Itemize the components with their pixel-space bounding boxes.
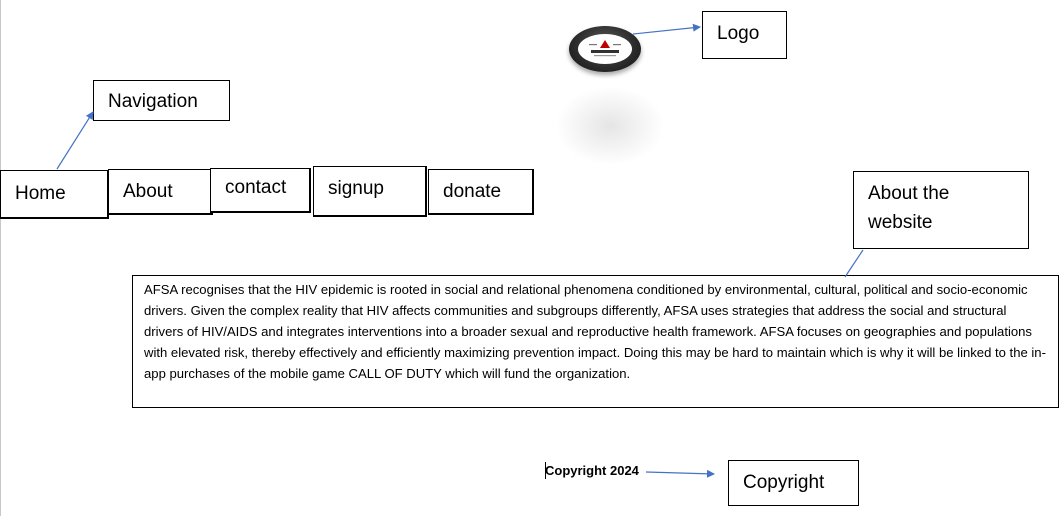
nav-donate-label: donate bbox=[443, 180, 502, 202]
logo-callout-text: Logo bbox=[717, 23, 760, 44]
navigation-arrow bbox=[56, 111, 94, 170]
nav-signup-button[interactable]: signup bbox=[313, 166, 427, 217]
about-callout-text: About the website bbox=[868, 183, 950, 233]
copyright-callout-label: Copyright bbox=[728, 460, 859, 506]
logo-arrow bbox=[632, 23, 701, 35]
navigation-callout-label: Navigation bbox=[93, 80, 230, 121]
footer-copyright-text: Copyright 2024 bbox=[545, 463, 639, 478]
copyright-arrow bbox=[645, 469, 715, 478]
logo-badge-icon bbox=[578, 34, 632, 64]
nav-contact-label: contact bbox=[225, 177, 287, 198]
about-website-paragraph: AFSA recognises that the HIV epidemic is… bbox=[144, 282, 1046, 381]
page-left-border bbox=[0, 0, 1, 516]
text-cursor bbox=[545, 462, 546, 479]
footer-copyright: Copyright 2024 bbox=[545, 463, 639, 479]
about-website-textbox: AFSA recognises that the HIV epidemic is… bbox=[132, 275, 1059, 408]
nav-about-label: About bbox=[123, 180, 173, 202]
about-callout-label: About the website bbox=[853, 171, 1029, 249]
about-arrow bbox=[844, 249, 864, 278]
copyright-callout-text: Copyright bbox=[743, 472, 825, 493]
nav-donate-button[interactable]: donate bbox=[428, 169, 534, 215]
nav-signup-label: signup bbox=[328, 178, 384, 199]
navigation-callout-text: Navigation bbox=[108, 91, 198, 112]
nav-home-label: Home bbox=[15, 183, 66, 204]
logo-callout-label: Logo bbox=[702, 11, 787, 59]
logo-shadow-glow bbox=[555, 86, 665, 166]
nav-contact-button[interactable]: contact bbox=[210, 168, 311, 213]
site-logo[interactable] bbox=[569, 26, 641, 72]
